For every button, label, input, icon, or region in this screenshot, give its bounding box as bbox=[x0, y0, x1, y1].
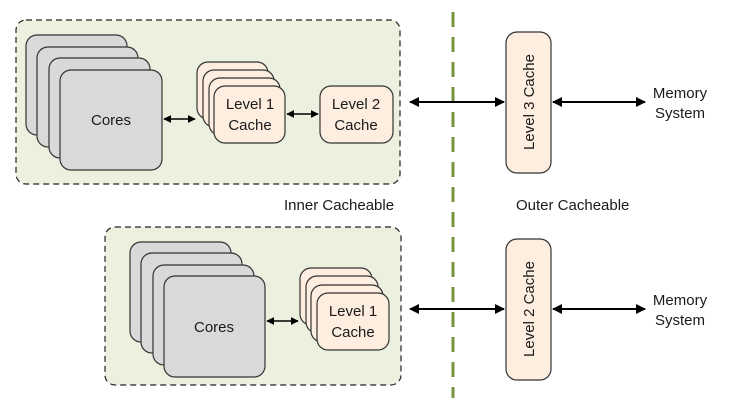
top-l1-cache-stack: Level 1 Cache bbox=[196, 61, 286, 144]
bottom-l1-label-line1: Level 1 bbox=[329, 303, 377, 320]
core-box bbox=[59, 69, 163, 171]
top-memory-label-line2: System bbox=[655, 105, 705, 122]
top-l2-cache: Level 2 Cache bbox=[319, 85, 394, 144]
top-outer-cache: Level 3 Cache bbox=[505, 31, 552, 174]
top-l2-label-line2: Cache bbox=[334, 117, 377, 134]
bottom-cores-label: Cores bbox=[194, 319, 234, 336]
core-box bbox=[163, 275, 266, 378]
bottom-l1-cache-stack: Level 1 Cache bbox=[299, 267, 390, 351]
l1-cache-box bbox=[316, 292, 390, 351]
l1-cache-box bbox=[213, 85, 286, 144]
l2-cache-box bbox=[319, 85, 394, 144]
bottom-memory-label-line1: Memory bbox=[653, 292, 708, 309]
l3-cache-label: Level 3 Cache bbox=[521, 54, 538, 150]
l2-outer-cache-box bbox=[505, 238, 552, 381]
bottom-cores-stack: Cores bbox=[129, 241, 266, 378]
top-l1-label-line1: Level 1 bbox=[226, 96, 274, 113]
bottom-memory-label-line2: System bbox=[655, 312, 705, 329]
l2-outer-cache-label: Level 2 Cache bbox=[521, 261, 538, 357]
top-memory-label-line1: Memory bbox=[653, 85, 708, 102]
top-l1-label-line2: Cache bbox=[228, 117, 271, 134]
top-cores-stack: Cores bbox=[25, 34, 163, 171]
outer-cacheable-label: Outer Cacheable bbox=[516, 197, 629, 214]
top-cores-label: Cores bbox=[91, 112, 131, 129]
bottom-l1-label-line2: Cache bbox=[331, 324, 374, 341]
inner-cacheable-label: Inner Cacheable bbox=[284, 197, 394, 214]
l3-cache-box bbox=[505, 31, 552, 174]
top-l2-label-line1: Level 2 bbox=[332, 96, 380, 113]
bottom-outer-cache: Level 2 Cache bbox=[505, 238, 552, 381]
